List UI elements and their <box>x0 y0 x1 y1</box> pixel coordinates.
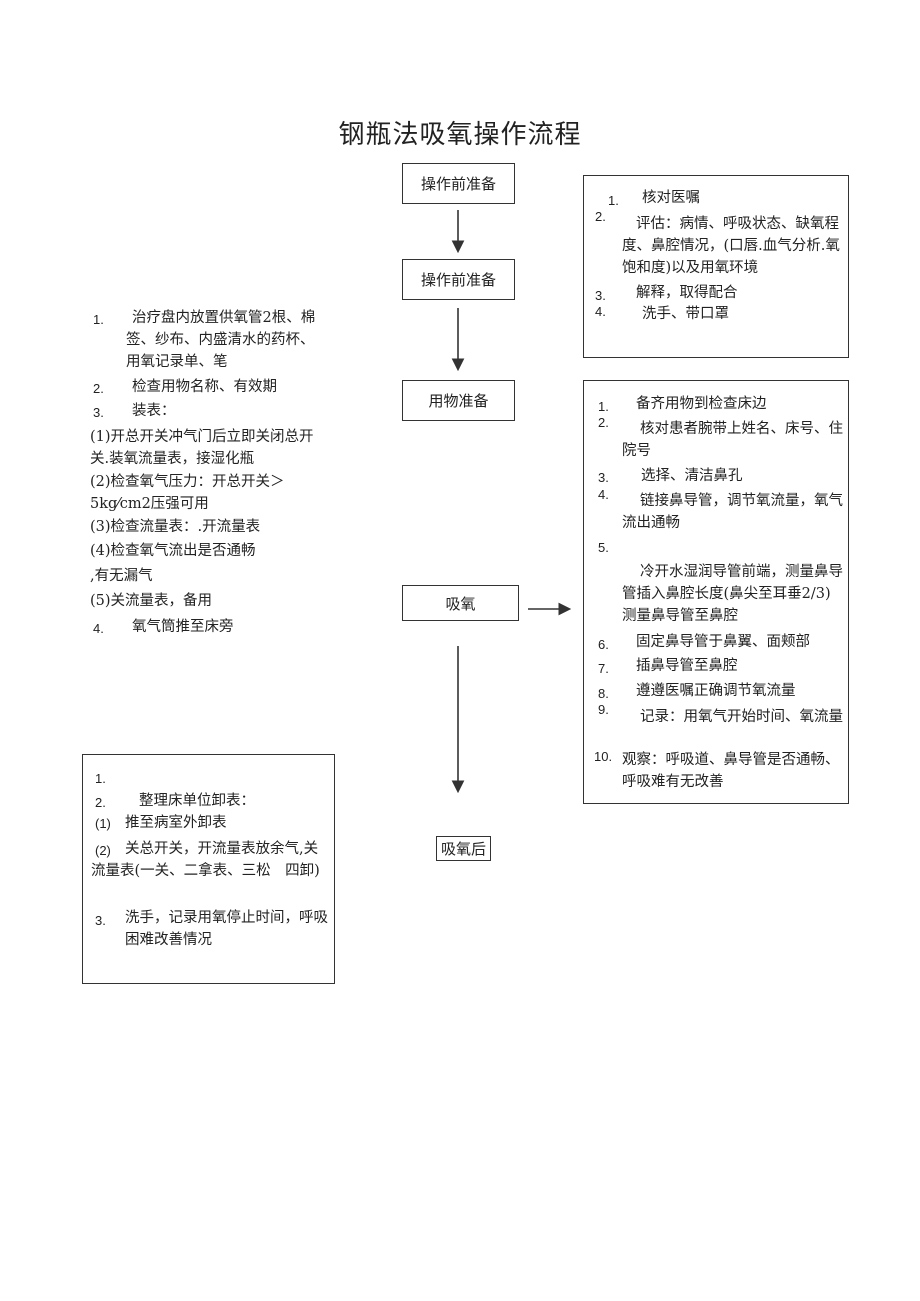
item-number: 8. <box>598 686 609 701</box>
item-text: 备齐用物到检查床边 <box>636 396 767 412</box>
panel-pre-operation: 1. 核对医嘱 2. 评估：病情、呼吸状态、缺氧程度、鼻腔情况，(口唇.血气分析… <box>583 175 849 358</box>
item-text: 遵遵医嘱正确调节氧流量 <box>636 683 796 699</box>
item-number: 1. <box>608 193 619 208</box>
panel-oxygen-procedure: 1. 备齐用物到检查床边 2. 核对患者腕带上姓名、床号、住院号 3. 选择、清… <box>583 380 849 804</box>
item-number: 6. <box>598 637 609 652</box>
item-text: 氧气筒推至床旁 <box>132 619 234 635</box>
item-number: 9. <box>598 702 609 717</box>
item-text: 关总开关，开流量表放余气,关流量表(一关、二拿表、三松 四卸) <box>91 841 320 879</box>
item-text: 冷开水湿润导管前端，测量鼻导管插入鼻腔长度(鼻尖至耳垂2/3)测量鼻导管至鼻腔 <box>622 564 843 624</box>
page-title: 钢瓶法吸氧操作流程 <box>338 120 582 150</box>
item-number: 4. <box>93 621 104 636</box>
item-text: (3)检查流量表：.开流量表 <box>90 519 261 535</box>
item-text: 解释，取得配合 <box>636 285 738 301</box>
item-number: 5. <box>598 540 609 555</box>
item-number: 1. <box>93 312 104 327</box>
item-number: 10. <box>594 749 613 764</box>
flow-step-oxygen: 吸氧 <box>402 585 519 621</box>
item-number: 2. <box>595 209 606 224</box>
item-number: 7. <box>598 661 609 676</box>
flow-step-prep-2: 操作前准备 <box>402 259 515 300</box>
item-text: ,有无漏气 <box>90 568 153 584</box>
item-number: (2) <box>95 843 111 858</box>
item-text: (2)检查氧气压力：开总开关＞5kg⁄cm2压强可用 <box>90 474 285 512</box>
flow-step-supplies: 用物准备 <box>402 380 515 421</box>
flow-step-after: 吸氧后 <box>436 836 492 861</box>
item-text: 推至病室外卸表 <box>125 815 227 831</box>
item-text: 评估：病情、呼吸状态、缺氧程度、鼻腔情况，(口唇.血气分析.氧饱和度)以及用氧环… <box>622 216 840 276</box>
item-text: 固定鼻导管于鼻翼、面颊部 <box>636 634 810 650</box>
item-text: 核对患者腕带上姓名、床号、住院号 <box>622 421 843 459</box>
item-text: (4)检查氧气流出是否通畅 <box>90 543 256 559</box>
flow-step-prep-1: 操作前准备 <box>402 163 515 204</box>
item-text: 链接鼻导管，调节氧流量，氧气流出通畅 <box>622 493 843 531</box>
item-text: 洗手，记录用氧停止时间，呼吸困难改善情况 <box>125 910 328 948</box>
item-number: 2. <box>598 415 609 430</box>
item-number: 2. <box>95 795 106 810</box>
item-text: 整理床单位卸表： <box>139 793 255 809</box>
panel-after-oxygen: 1. 2. 整理床单位卸表： (1) 推至病室外卸表 (2) 关总开关，开流量表… <box>82 754 335 984</box>
item-text: 观察：呼吸道、鼻导管是否通畅、呼吸难有无改善 <box>622 752 840 790</box>
item-text: (5)关流量表，备用 <box>90 593 213 609</box>
item-number: 1. <box>95 771 106 786</box>
item-number: 4. <box>598 487 609 502</box>
item-number: 3. <box>598 470 609 485</box>
item-text: 治疗盘内放置供氧管2根、棉签、纱布、内盛清水的药杯、用氧记录单、笔 <box>126 310 316 370</box>
item-number: 4. <box>595 304 606 319</box>
item-text: 记录：用氧气开始时间、氧流量 <box>640 709 843 725</box>
item-number: 3. <box>95 913 106 928</box>
item-number: 3. <box>595 288 606 303</box>
item-text: 检查用物名称、有效期 <box>132 379 277 395</box>
item-number: 3. <box>93 405 104 420</box>
item-number: 2. <box>93 381 104 396</box>
item-text: 装表： <box>132 403 176 419</box>
item-number: (1) <box>95 816 111 831</box>
item-number: 1. <box>598 399 609 414</box>
item-text: 选择、清洁鼻孔 <box>641 468 743 484</box>
item-text: 插鼻导管至鼻腔 <box>636 658 738 674</box>
item-text: 洗手、带口罩 <box>642 306 729 322</box>
item-text: 核对医嘱 <box>642 190 700 206</box>
item-text: (1)开总开关冲气门后立即关闭总开关.装氧流量表，接湿化瓶 <box>90 429 314 467</box>
supplies-preparation-list: 1. 治疗盘内放置供氧管2根、棉签、纱布、内盛清水的药杯、用氧记录单、笔 2. … <box>90 306 330 646</box>
